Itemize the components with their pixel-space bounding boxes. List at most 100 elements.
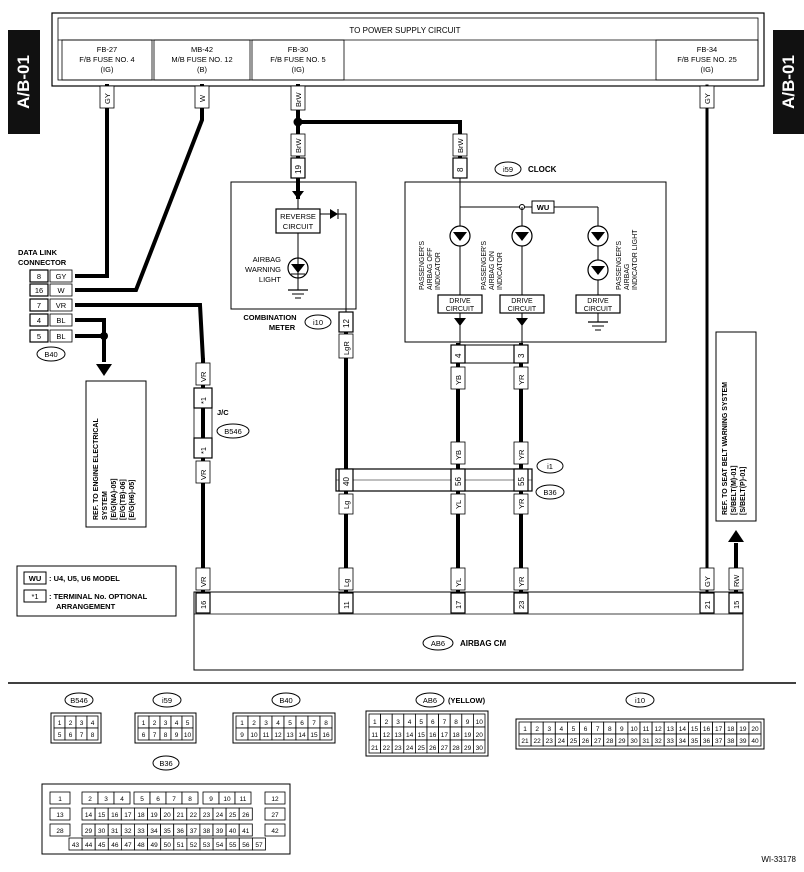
pin-cell [238,823,253,837]
pin-number: 15 [418,732,426,739]
pin-number: 31 [642,738,650,745]
pin-number: 5 [419,719,423,726]
pin-number: 32 [655,738,663,745]
combination-meter: 19 REVERSE CIRCUIT AIRBAG WARNING LIGHT … [230,157,357,359]
svg-text:4: 4 [37,316,41,325]
pin-number: 9 [240,732,244,739]
svg-text:[E/G(TB)-06]: [E/G(TB)-06] [120,479,127,520]
pin-number: 4 [91,720,95,727]
pin-number: 10 [250,732,258,739]
pin-number: 7 [172,796,176,803]
splice-point [293,117,303,127]
svg-text:B546: B546 [224,427,242,436]
pin-number: 39 [216,828,224,835]
pin-cell [113,791,131,805]
svg-text:WARNING: WARNING [245,265,281,274]
svg-text:12: 12 [342,319,351,328]
pin-number: 7 [80,732,84,739]
pin-number: 19 [464,732,472,739]
airbag-cm: AB6 AIRBAG CM VR 16 Lg 11 YL 17 YR 23 GY… [193,567,744,671]
svg-text:CIRCUIT: CIRCUIT [283,222,314,231]
pin-number: 19 [150,812,158,819]
pin-cell [49,807,71,821]
pin-number: 9 [175,732,179,739]
pin-number: 24 [216,812,224,819]
svg-text:VR: VR [199,371,208,382]
svg-text:MB-42: MB-42 [191,45,213,54]
pin-number: 31 [111,828,119,835]
pin-number: 35 [691,738,699,745]
pin-number: 12 [655,726,663,733]
pin-number: 13 [394,732,402,739]
svg-text:GY: GY [703,93,712,104]
pin-number: 38 [203,828,211,835]
svg-text:[E/G(NA)-05]: [E/G(NA)-05] [111,478,118,520]
svg-text:i10: i10 [313,318,323,327]
svg-text:BrW: BrW [456,138,465,154]
svg-text:INDICATOR: INDICATOR [497,252,504,290]
pin-number: 8 [164,732,168,739]
pin-number: 43 [72,842,80,849]
svg-text:VR: VR [199,576,208,587]
svg-text:i10: i10 [635,696,645,705]
svg-text:W: W [57,286,65,295]
svg-text:17: 17 [454,601,463,609]
pin-number: 28 [56,828,64,835]
svg-text:B36: B36 [159,759,172,768]
pin-number: 25 [570,738,578,745]
svg-text:AIRBAG: AIRBAG [253,255,282,264]
svg-text:(YELLOW): (YELLOW) [448,696,486,705]
svg-text:[S/BELT(P)-01]: [S/BELT(P)-01] [740,467,747,515]
svg-text:: TERMINAL No. OPTIONAL: : TERMINAL No. OPTIONAL [49,592,148,601]
svg-text:VR: VR [199,469,208,480]
svg-text:J/C: J/C [217,408,229,417]
pin-cell [251,837,266,851]
svg-text:INDICATOR: INDICATOR [435,252,442,290]
pin-number: 10 [630,726,638,733]
pin-number: 12 [271,796,279,803]
svg-text:AIRBAG CM: AIRBAG CM [460,639,507,648]
svg-text:*1: *1 [199,447,208,454]
svg-text:LgR: LgR [342,341,351,355]
svg-text:GY: GY [103,93,112,104]
pin-number: 50 [164,842,172,849]
pin-number: 1 [58,720,62,727]
pin-number: 57 [255,842,263,849]
pin-number: 1 [373,719,377,726]
svg-text:AIRBAG: AIRBAG [624,264,631,290]
svg-text:AB6: AB6 [431,639,445,648]
fuse-fb27: FB-27 F/B FUSE NO. 4 (IG) [61,39,153,81]
svg-text:DRIVE: DRIVE [449,298,471,305]
svg-text:i59: i59 [162,696,172,705]
svg-text:: U4, U5, U6 MODEL: : U4, U5, U6 MODEL [49,574,120,583]
pin-number: 46 [111,842,119,849]
svg-text:BL: BL [56,332,65,341]
svg-text:M/B FUSE NO. 12: M/B FUSE NO. 12 [171,55,232,64]
svg-text:WU: WU [537,203,550,212]
pin-number: 17 [124,812,132,819]
svg-text:DATA LINK: DATA LINK [18,248,58,257]
pin-cell [264,823,286,837]
pin-number: 27 [441,745,449,752]
pin-number: 14 [298,732,306,739]
pin-number: 5 [58,732,62,739]
svg-text:(B): (B) [197,65,208,74]
svg-text:FB-30: FB-30 [288,45,308,54]
pin-number: 6 [300,720,304,727]
pin-number: 1 [58,796,62,803]
svg-text:FB-34: FB-34 [697,45,717,54]
svg-text:B40: B40 [279,696,292,705]
svg-text:23: 23 [517,601,526,609]
svg-text:PASSENGER'S: PASSENGER'S [419,241,426,290]
pin-number: 2 [88,796,92,803]
fuse-fb34: FB-34 F/B FUSE NO. 25 (IG) [655,39,759,81]
pin-number: 8 [188,796,192,803]
pin-number: 47 [124,842,132,849]
pin-number: 27 [271,812,279,819]
pin-number: 20 [164,812,172,819]
